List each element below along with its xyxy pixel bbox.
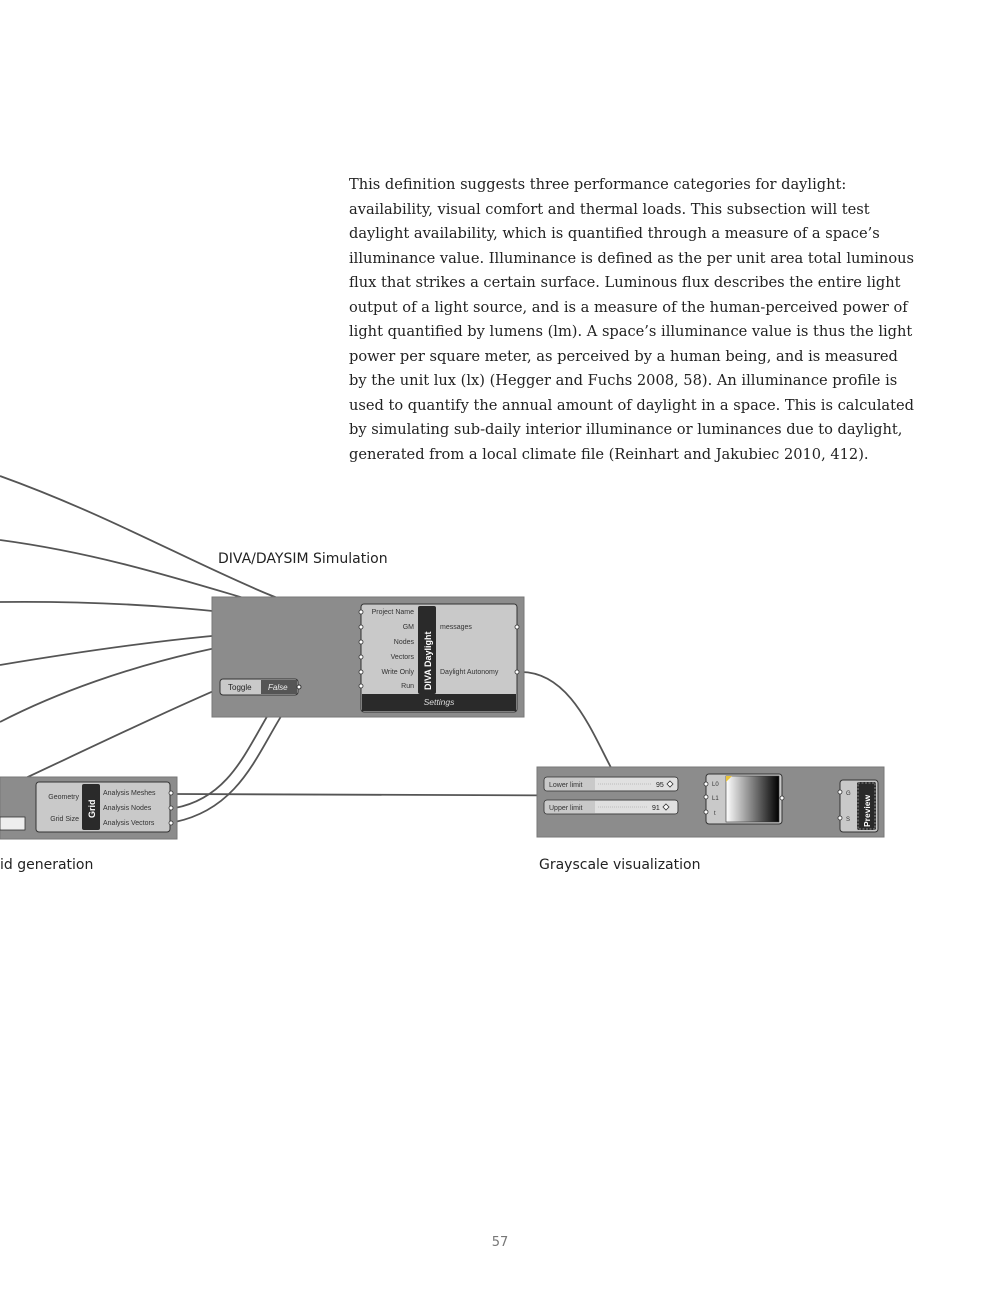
diva-output-label: Daylight Autonomy	[440, 669, 499, 676]
preview-input-label: G	[846, 791, 851, 797]
preview-title: Preview	[862, 794, 872, 827]
slider-label: Upper limit	[549, 805, 583, 812]
paragraph-line: This definition suggests three performan…	[349, 176, 847, 193]
slider-label: Lower limit	[549, 782, 583, 789]
preview-input-label: S	[846, 817, 850, 823]
diva-input-label: Run	[401, 683, 414, 690]
paragraph-line: illuminance value. Illuminance is define…	[349, 249, 915, 267]
paragraph-line: power per square meter, as perceived by …	[349, 347, 898, 365]
diva-settings-label: Settings	[424, 697, 455, 707]
diva-title: DIVA Daylight	[423, 631, 433, 690]
gradient-input-label: L0	[712, 782, 719, 788]
grid-size-input	[0, 816, 26, 831]
slider-value: 91	[652, 805, 660, 812]
toggle-component[interactable]: Toggle False	[219, 678, 302, 696]
toggle-label: Toggle	[228, 683, 252, 692]
grid-title: Grid	[87, 799, 97, 818]
gradient-input-label: t	[714, 811, 716, 817]
upper-limit-slider[interactable]: Upper limit 91	[543, 799, 679, 815]
paragraph-line: daylight availability, which is quantifi…	[349, 225, 880, 242]
paragraph-line: light quantified by lumens (lm). A space…	[349, 323, 913, 340]
diva-output-label: messages	[440, 624, 472, 631]
diva-input-label: Project Name	[372, 609, 415, 616]
lower-limit-slider[interactable]: Lower limit 95	[543, 776, 679, 792]
diva-input-label: Write Only	[381, 669, 414, 676]
preview-component[interactable]: Preview G S	[837, 779, 879, 833]
diva-input-label: Vectors	[391, 654, 415, 661]
paragraph-line: flux that strikes a certain surface. Lum…	[349, 274, 901, 291]
slider-value: 95	[656, 782, 664, 789]
grid-input-label: Geometry	[48, 794, 79, 801]
paragraph-line: used to quantify the annual amount of da…	[349, 396, 914, 414]
paragraph-line: output of a light source, and is a measu…	[349, 298, 908, 316]
body-paragraph: This definition suggests three performan…	[349, 173, 915, 467]
paragraph-line: generated from a local climate file (Rei…	[349, 445, 869, 463]
page-number: 57	[491, 1235, 509, 1250]
gradient-marker-icon	[726, 776, 732, 782]
gradient-input-label: L1	[712, 796, 719, 802]
caption-grid-generation: id generation	[0, 857, 94, 873]
diva-input-label: GM	[403, 624, 414, 631]
grid-component[interactable]: Grid Geometry Grid Size Analysis Meshes …	[35, 781, 174, 833]
diva-daylight-component[interactable]: DIVA Daylight Settings Project Name GM N…	[358, 603, 520, 713]
grid-output-label: Analysis Nodes	[103, 805, 152, 812]
paragraph-line: by the unit lux (lx) (Hegger and Fuchs 2…	[349, 372, 898, 389]
diva-input-label: Nodes	[394, 639, 415, 646]
caption-grayscale-visualization: Grayscale visualization	[539, 857, 701, 873]
gradient-component[interactable]: L0 L1 t	[703, 773, 785, 825]
grid-output-label: Analysis Meshes	[103, 790, 156, 797]
grid-input-label: Grid Size	[50, 816, 79, 823]
paragraph-line: by simulating sub-daily interior illumin…	[349, 421, 903, 438]
grid-output-label: Analysis Vectors	[103, 820, 155, 827]
paragraph-line: availability, visual comfort and thermal…	[349, 200, 870, 218]
toggle-value: False	[268, 683, 288, 692]
caption-diva-simulation: DIVA/DAYSIM Simulation	[218, 551, 388, 567]
